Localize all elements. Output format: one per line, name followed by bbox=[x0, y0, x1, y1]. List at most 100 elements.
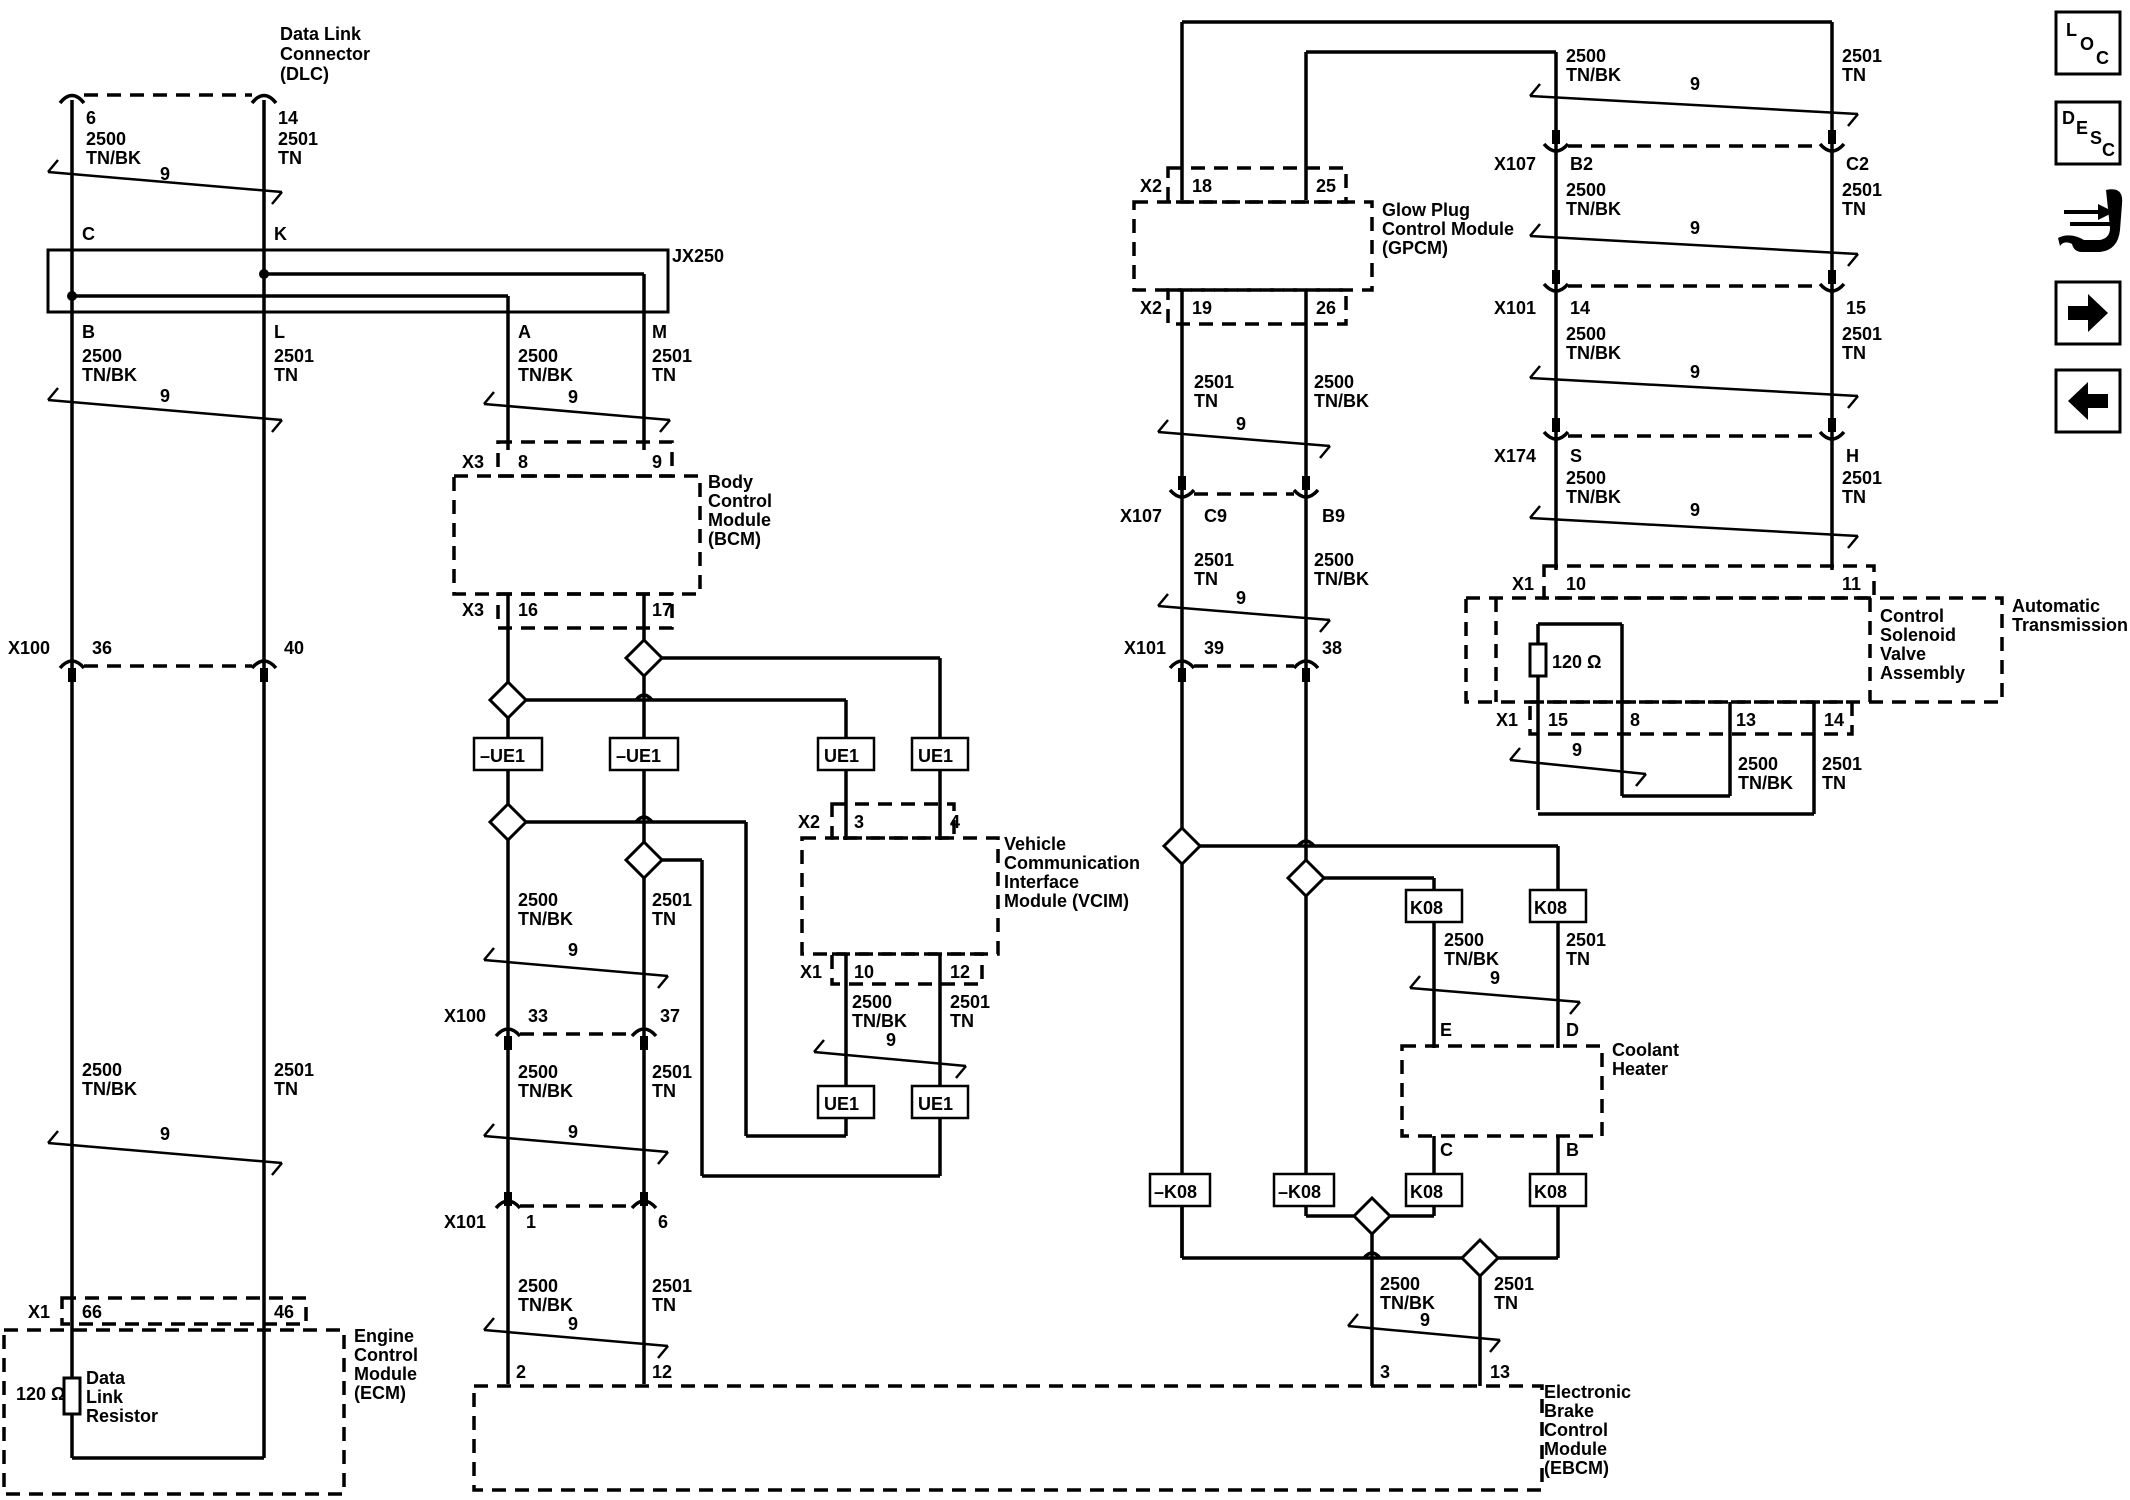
trans-pin-13: 13 bbox=[1736, 710, 1756, 730]
wire-num: 2500 bbox=[518, 346, 558, 366]
twist-count: 9 bbox=[1690, 218, 1700, 238]
wire-color: TN/BK bbox=[86, 148, 141, 168]
option-ue1: UE1 bbox=[918, 746, 953, 766]
bcm-label-3: Module bbox=[708, 510, 771, 530]
connector-x1: X1 bbox=[28, 1302, 50, 1322]
gpcm-pin-26: 26 bbox=[1316, 298, 1336, 318]
connector-x3: X3 bbox=[462, 452, 484, 472]
option-not-ue1: –UE1 bbox=[616, 746, 661, 766]
trans-pin-15: 15 bbox=[1548, 710, 1568, 730]
trans-label-1: Automatic bbox=[2012, 596, 2100, 616]
dlc-pin-14: 14 bbox=[278, 108, 298, 128]
heater-pin-e: E bbox=[1440, 1020, 1452, 1040]
dlc-label-3: (DLC) bbox=[280, 64, 329, 84]
wire-color: TN/BK bbox=[82, 365, 137, 385]
option-not-k08: –K08 bbox=[1154, 1182, 1197, 1202]
ecm-label-2: Control bbox=[354, 1345, 418, 1365]
heater-label-2: Heater bbox=[1612, 1059, 1668, 1079]
wire-color: TN bbox=[274, 1079, 298, 1099]
loc-letter: O bbox=[2080, 34, 2094, 54]
dlc-label-2: Connector bbox=[280, 44, 370, 64]
wire-color: TN/BK bbox=[1566, 343, 1621, 363]
resistor-label-1: Data bbox=[86, 1368, 126, 1388]
connector-view-button[interactable] bbox=[2058, 189, 2123, 252]
x174-pin-h: H bbox=[1846, 446, 1859, 466]
loc-button[interactable]: L O C bbox=[2054, 10, 2122, 76]
desc-letter: E bbox=[2076, 118, 2088, 138]
twist-count: 9 bbox=[160, 1124, 170, 1144]
gpcm-pin-19: 19 bbox=[1192, 298, 1212, 318]
wire-color: TN bbox=[950, 1011, 974, 1031]
vcim-pin-12: 12 bbox=[950, 962, 970, 982]
arrow-right-icon bbox=[2068, 294, 2108, 332]
wire-color: TN/BK bbox=[1444, 949, 1499, 969]
vcim-pin-3: 3 bbox=[854, 812, 864, 832]
wire-color: TN bbox=[278, 148, 302, 168]
jx250-pin-b: B bbox=[82, 322, 95, 342]
trans-pin-10: 10 bbox=[1566, 574, 1586, 594]
desc-button[interactable]: D E S C bbox=[2054, 100, 2122, 166]
connector-x2: X2 bbox=[1140, 176, 1162, 196]
wire-color: TN/BK bbox=[1566, 199, 1621, 219]
wire-num: 2501 bbox=[1822, 754, 1862, 774]
ebcm-label-4: Module bbox=[1544, 1439, 1607, 1459]
wire-num: 2500 bbox=[1314, 550, 1354, 570]
trans-pin-11: 11 bbox=[1842, 574, 1861, 594]
ebcm-label-3: Control bbox=[1544, 1420, 1608, 1440]
trans-label-2: Transmission bbox=[2012, 615, 2128, 635]
heater-pin-d: D bbox=[1566, 1020, 1579, 1040]
ebcm-pin-13: 13 bbox=[1490, 1362, 1510, 1382]
connector-x101: X101 bbox=[444, 1212, 486, 1232]
wire-color: TN bbox=[1842, 343, 1866, 363]
jx250-pin-a: A bbox=[518, 322, 531, 342]
wire-color: TN/BK bbox=[852, 1011, 907, 1031]
wire-num: 2501 bbox=[1842, 46, 1882, 66]
wire-color: TN bbox=[1494, 1293, 1518, 1313]
twist-count: 9 bbox=[568, 1122, 578, 1142]
wire-color: TN bbox=[1194, 569, 1218, 589]
option-not-k08: –K08 bbox=[1278, 1182, 1321, 1202]
wire-num: 2501 bbox=[274, 346, 314, 366]
bcm-label-1: Body bbox=[708, 472, 753, 492]
twist-count: 9 bbox=[568, 387, 578, 407]
connector-x2: X2 bbox=[1140, 298, 1162, 318]
vcim-pin-10: 10 bbox=[854, 962, 874, 982]
loc-letter: L bbox=[2066, 20, 2077, 40]
gpcm-label-1: Glow Plug bbox=[1382, 200, 1470, 220]
vcim-label-3: Interface bbox=[1004, 872, 1079, 892]
twist-count: 9 bbox=[160, 386, 170, 406]
option-ue1: UE1 bbox=[918, 1094, 953, 1114]
ecm-box bbox=[2, 1328, 346, 1496]
option-k08: K08 bbox=[1410, 1182, 1443, 1202]
connector-x100: X100 bbox=[8, 638, 50, 658]
bcm-box bbox=[452, 474, 702, 596]
twist-count: 9 bbox=[160, 164, 170, 184]
wire-num: 2500 bbox=[518, 890, 558, 910]
desc-letter: D bbox=[2062, 108, 2075, 128]
bcm-pin-16: 16 bbox=[518, 600, 538, 620]
bcm-pin-17: 17 bbox=[652, 600, 672, 620]
wire-color: TN/BK bbox=[1314, 391, 1369, 411]
jx250-pin-m: M bbox=[652, 322, 667, 342]
wire-color: TN bbox=[274, 365, 298, 385]
x107-pin-b9: B9 bbox=[1322, 506, 1345, 526]
ecm-pin-66: 66 bbox=[82, 1302, 102, 1322]
resistor-icon bbox=[62, 1376, 82, 1416]
wire-num: 2501 bbox=[1194, 372, 1234, 392]
solenoid-label-4: Assembly bbox=[1880, 663, 1965, 683]
x101-pin-1: 1 bbox=[526, 1212, 536, 1232]
heater-box bbox=[1400, 1044, 1604, 1138]
ebcm-label-2: Brake bbox=[1544, 1401, 1594, 1421]
wire-num: 2501 bbox=[652, 346, 692, 366]
back-button[interactable] bbox=[2054, 368, 2122, 434]
connector-x107: X107 bbox=[1120, 506, 1162, 526]
transmission-box bbox=[1464, 596, 2004, 704]
connector-x3: X3 bbox=[462, 600, 484, 620]
wire-num: 2501 bbox=[1842, 468, 1882, 488]
wire-color: TN bbox=[652, 909, 676, 929]
wire-num: 2500 bbox=[1566, 180, 1606, 200]
wire-num: 2500 bbox=[1380, 1274, 1420, 1294]
connector-wrench-icon bbox=[2058, 189, 2123, 252]
forward-button[interactable] bbox=[2054, 280, 2122, 346]
